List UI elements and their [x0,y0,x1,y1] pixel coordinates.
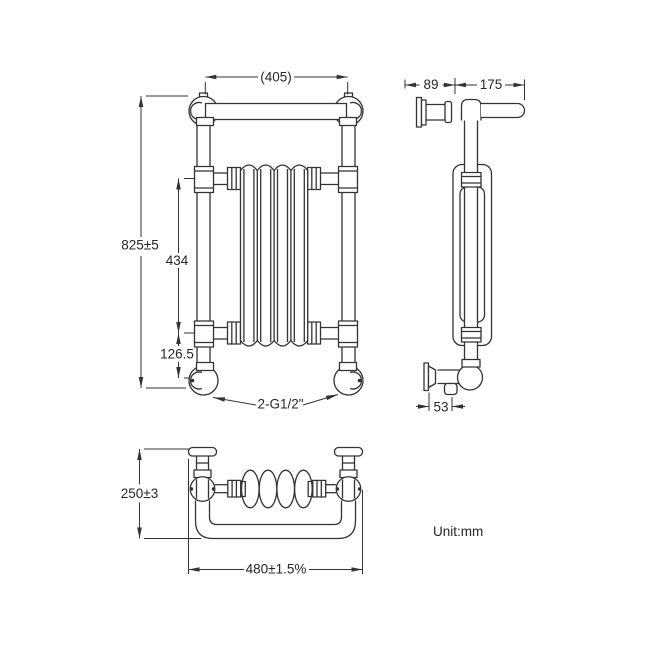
tube-collars-side [460,171,482,343]
plan-arms-hexes [214,479,337,498]
dim-top-width-label: (405) [260,70,292,85]
tee-fittings [193,165,359,348]
towel-loop-plan [194,500,357,540]
dim-valve-offset: 53 [416,392,465,415]
collar-top-left [195,116,215,127]
dim-overall-height-label: 825±5 [121,238,158,253]
dim-bar-depth-label: 175 [480,77,503,92]
dim-bottom-offset-label: 126.5 [160,347,194,362]
dim-wall-distance-label: 89 [423,77,438,92]
dim-core-spacing-label: 434 [166,253,189,268]
callout-thread-label: 2-G1/2" [257,397,303,412]
dim-plan-width: 480±1.5% [188,459,363,577]
plan-flange-stems [187,446,364,479]
hex-nuts [226,166,322,345]
front-view [188,92,364,396]
dim-overall-height: 825±5 [121,95,188,389]
plan-view [187,446,364,540]
vertical-tube-side [463,103,479,363]
dim-plan-depth: 250±3 [121,448,201,539]
dimension-annotations: (405) 825±5 434 12 [121,70,525,577]
connecting-arms [213,172,339,340]
top-towel-bar [189,101,363,121]
valve-knob [443,382,458,396]
towel-bar-side [481,102,526,119]
dim-valve-offset-label: 53 [433,400,448,415]
plan-ball-right [335,476,362,502]
dim-bottom-offset: 126.5 [160,333,194,379]
radiator-core-front [239,164,309,347]
collar-top-right [338,116,358,127]
side-view [415,96,526,396]
dim-wall-distance: 89 [404,77,456,94]
dim-bar-depth: 175 [455,77,525,100]
dim-plan-width-label: 480±1.5% [246,562,307,577]
plan-ball-left [189,476,216,502]
dim-plan-depth-label: 250±3 [121,486,158,501]
bottom-valve-side [423,358,484,396]
bottom-union-right [333,361,364,396]
wall-bracket-side-top [415,96,453,128]
bottom-union-left [188,361,219,396]
dim-core-spacing: 434 [166,178,195,334]
callout-thread: 2-G1/2" [212,394,339,412]
radiator-core-plan [240,469,313,509]
dim-top-width: (405) [204,70,349,95]
top-elbow-side [460,98,526,121]
unit-note: Unit:mm [433,524,483,539]
